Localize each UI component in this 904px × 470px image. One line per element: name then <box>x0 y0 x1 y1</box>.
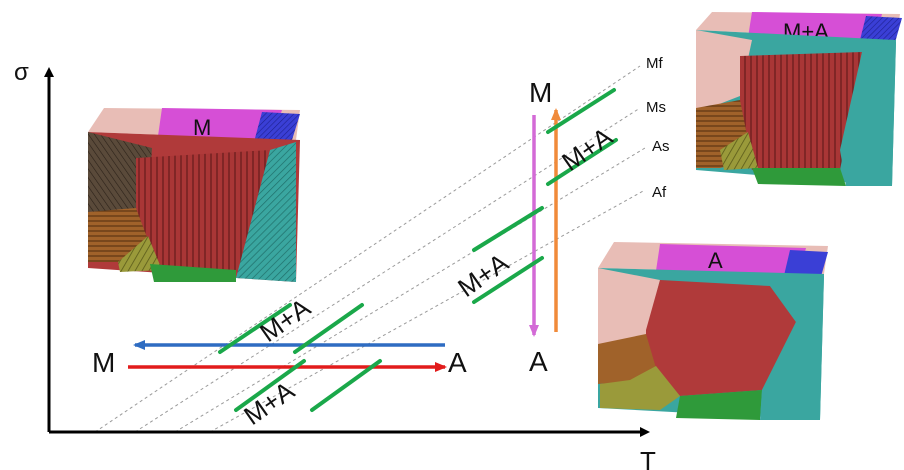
phase-boundary-marker <box>310 359 382 412</box>
af-guide-line <box>209 189 646 433</box>
phase-boundary-marker <box>293 303 364 354</box>
as-label: As <box>652 138 670 155</box>
phase-boundary-marker <box>546 88 616 134</box>
martensite-block-label: M <box>193 115 211 140</box>
thermal-path: M A M+A M+A <box>92 292 467 431</box>
stress-top-label: M <box>529 77 552 108</box>
thermal-end-label: A <box>448 347 467 378</box>
mixed-microstructure-block: M+A <box>696 12 902 186</box>
x-axis-label: T <box>640 446 656 470</box>
axes: σ T <box>14 59 656 470</box>
mf-guide-line <box>94 65 641 433</box>
stress-upper-mixed-label: M+A <box>556 121 618 177</box>
af-label: Af <box>652 184 667 201</box>
austenite-block-label: A <box>708 248 723 273</box>
mf-label: Mf <box>646 55 663 72</box>
thermal-start-label: M <box>92 347 115 378</box>
stress-bottom-label: A <box>529 346 548 377</box>
y-axis-label: σ <box>14 59 29 86</box>
thermal-upper-mixed-label: M+A <box>254 292 316 348</box>
ms-label: Ms <box>646 99 666 116</box>
thermal-lower-mixed-label: M+A <box>238 375 300 431</box>
phase-boundary-marker <box>234 359 306 412</box>
phase-boundary-marker <box>546 138 618 186</box>
phase-boundary-marker <box>218 303 292 354</box>
transition-labels: Mf Ms As Af <box>646 55 670 201</box>
stress-path: M A M+A M+A <box>452 77 618 377</box>
martensite-microstructure-block: M <box>88 108 300 282</box>
as-guide-line <box>174 147 646 433</box>
austenite-microstructure-block: A <box>598 242 828 420</box>
phase-boundary-marker <box>472 256 544 304</box>
phase-boundary-marker <box>472 206 544 252</box>
